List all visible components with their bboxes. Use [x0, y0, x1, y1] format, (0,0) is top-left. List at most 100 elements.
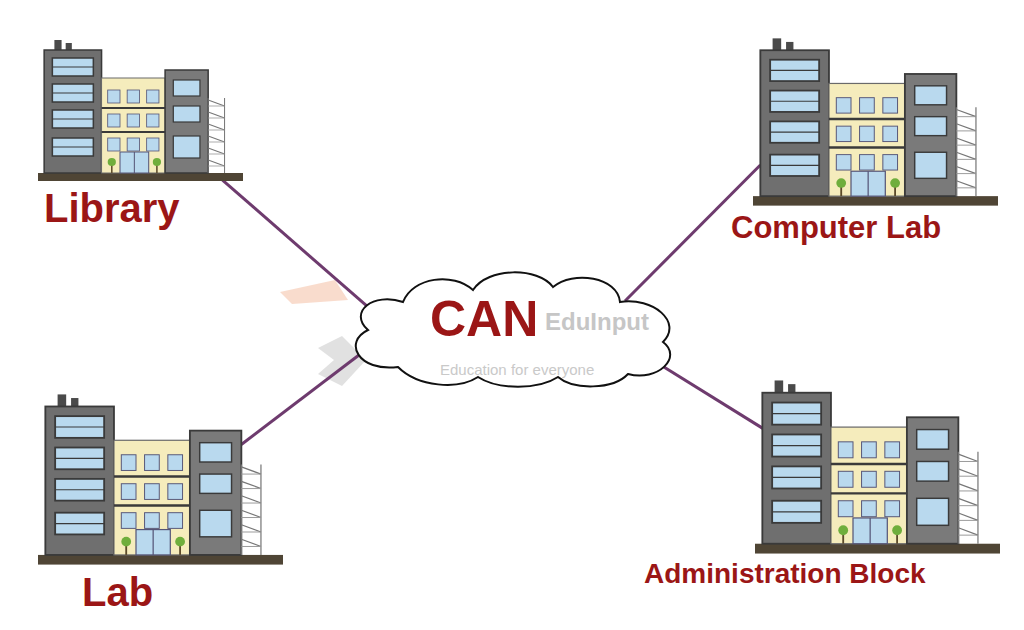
stair-landing: [208, 154, 224, 155]
building-middle: [102, 78, 166, 173]
window: [836, 155, 851, 170]
plant: [892, 525, 902, 535]
stair-rail: [241, 464, 242, 555]
ground-strip: [38, 173, 243, 181]
campus-building: Lab: [38, 392, 283, 614]
building-name: Lab: [82, 570, 283, 614]
window: [770, 155, 819, 176]
network-link: [241, 355, 359, 445]
window: [121, 513, 136, 529]
building-middle: [114, 440, 190, 555]
window: [52, 84, 93, 102]
ground-strip: [753, 196, 998, 205]
balcony-rail: [829, 118, 905, 120]
stair-landing: [956, 116, 976, 117]
stair-landing: [208, 166, 224, 167]
ground-strip: [38, 555, 283, 565]
window: [860, 155, 875, 170]
window-rail: [772, 511, 821, 512]
window: [173, 106, 200, 122]
stair-rail: [224, 98, 225, 173]
stair-landing: [241, 532, 261, 533]
window-rail: [55, 426, 104, 427]
window: [108, 114, 120, 127]
stair-step: [956, 138, 976, 145]
campus-building: Computer Lab: [728, 36, 998, 245]
stair-step: [241, 510, 261, 517]
stair-landing: [956, 130, 976, 131]
window: [52, 110, 93, 128]
network-link: [664, 367, 765, 430]
stair-landing: [956, 173, 976, 174]
stair-rail: [956, 107, 957, 196]
network-link: [223, 180, 368, 306]
watermark-hand: [280, 280, 348, 304]
window-rail: [52, 67, 93, 68]
building-side-block: [907, 417, 958, 543]
ground-strip: [755, 544, 1000, 554]
stair-rail: [260, 464, 261, 555]
building-picture: [753, 36, 998, 208]
window: [838, 471, 853, 487]
window: [772, 403, 821, 425]
stair-step: [241, 539, 261, 546]
stair-landing: [958, 520, 978, 521]
building-picture: [38, 38, 243, 183]
stair-step: [241, 467, 261, 474]
stair-rail: [977, 452, 978, 544]
window: [52, 58, 93, 76]
stair-landing: [208, 130, 224, 131]
balcony-rail: [831, 492, 907, 494]
stair-landing: [241, 517, 261, 518]
window: [860, 98, 875, 113]
window: [145, 513, 160, 529]
window: [862, 501, 877, 517]
campus-building: Administration Block: [640, 378, 1000, 590]
balcony-rail: [102, 131, 166, 133]
window: [915, 86, 947, 105]
window: [917, 498, 949, 525]
window: [145, 455, 160, 471]
network-label: CAN: [430, 294, 538, 344]
window: [770, 91, 819, 112]
window: [200, 443, 232, 462]
window: [885, 442, 900, 458]
door-split: [153, 530, 154, 555]
window-rail: [772, 477, 821, 478]
stair-landing: [958, 461, 978, 462]
window: [168, 455, 183, 471]
stair-landing: [958, 476, 978, 477]
stair-step: [958, 469, 978, 476]
building-tower: [760, 50, 829, 196]
stair-landing: [241, 503, 261, 504]
watermark-text: Education for everyone: [440, 362, 594, 379]
building-picture: [755, 378, 1000, 556]
stair-step: [208, 136, 224, 142]
building-name: Library: [44, 186, 243, 230]
window: [55, 448, 104, 470]
stair-landing: [208, 106, 224, 107]
plant: [838, 525, 848, 535]
stair-step: [241, 481, 261, 488]
cloud-shape: [356, 272, 670, 386]
balcony-rail: [102, 107, 166, 109]
window: [915, 117, 947, 136]
stair-step: [241, 525, 261, 532]
plant: [175, 537, 185, 547]
window: [127, 90, 139, 103]
door-split: [868, 171, 869, 196]
window: [838, 442, 853, 458]
window: [168, 513, 183, 529]
window: [108, 138, 120, 151]
window: [52, 138, 93, 156]
stair-rail: [208, 98, 209, 173]
window: [915, 152, 947, 178]
stair-step: [241, 496, 261, 503]
building-illustration: [755, 380, 1000, 553]
stair-step: [958, 498, 978, 505]
window: [200, 474, 232, 493]
stair-step: [956, 181, 976, 188]
stair-landing: [958, 490, 978, 491]
window: [55, 416, 104, 438]
window: [917, 430, 949, 450]
